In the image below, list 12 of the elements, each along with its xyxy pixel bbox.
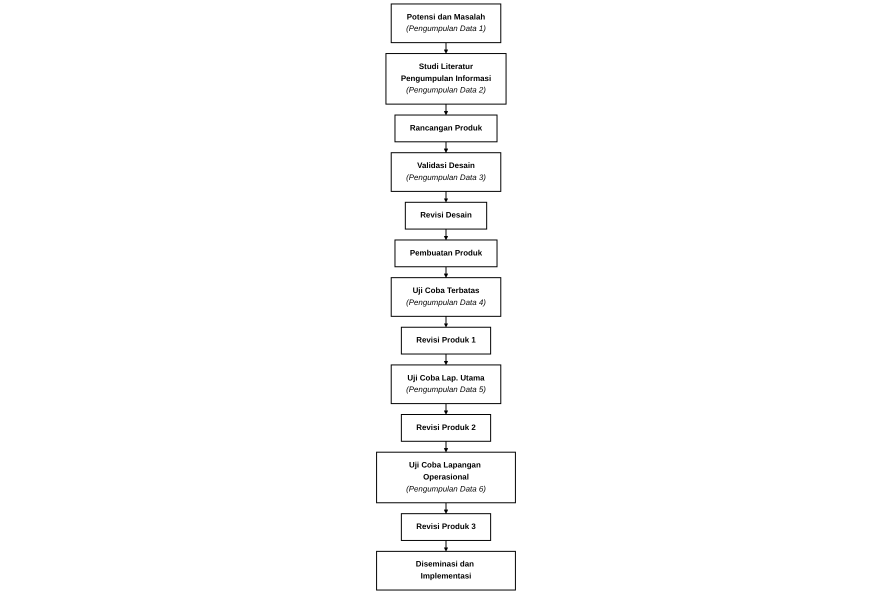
arrow bbox=[444, 266, 448, 278]
arrow bbox=[444, 440, 448, 452]
arrow bbox=[444, 190, 448, 202]
arrow bbox=[444, 141, 448, 153]
arrow bbox=[444, 403, 448, 415]
arrow bbox=[444, 316, 448, 328]
arrow bbox=[444, 502, 448, 514]
arrow bbox=[444, 540, 448, 552]
arrow bbox=[444, 104, 448, 116]
arrow bbox=[444, 228, 448, 240]
arrow bbox=[444, 42, 448, 54]
arrow bbox=[444, 354, 448, 366]
